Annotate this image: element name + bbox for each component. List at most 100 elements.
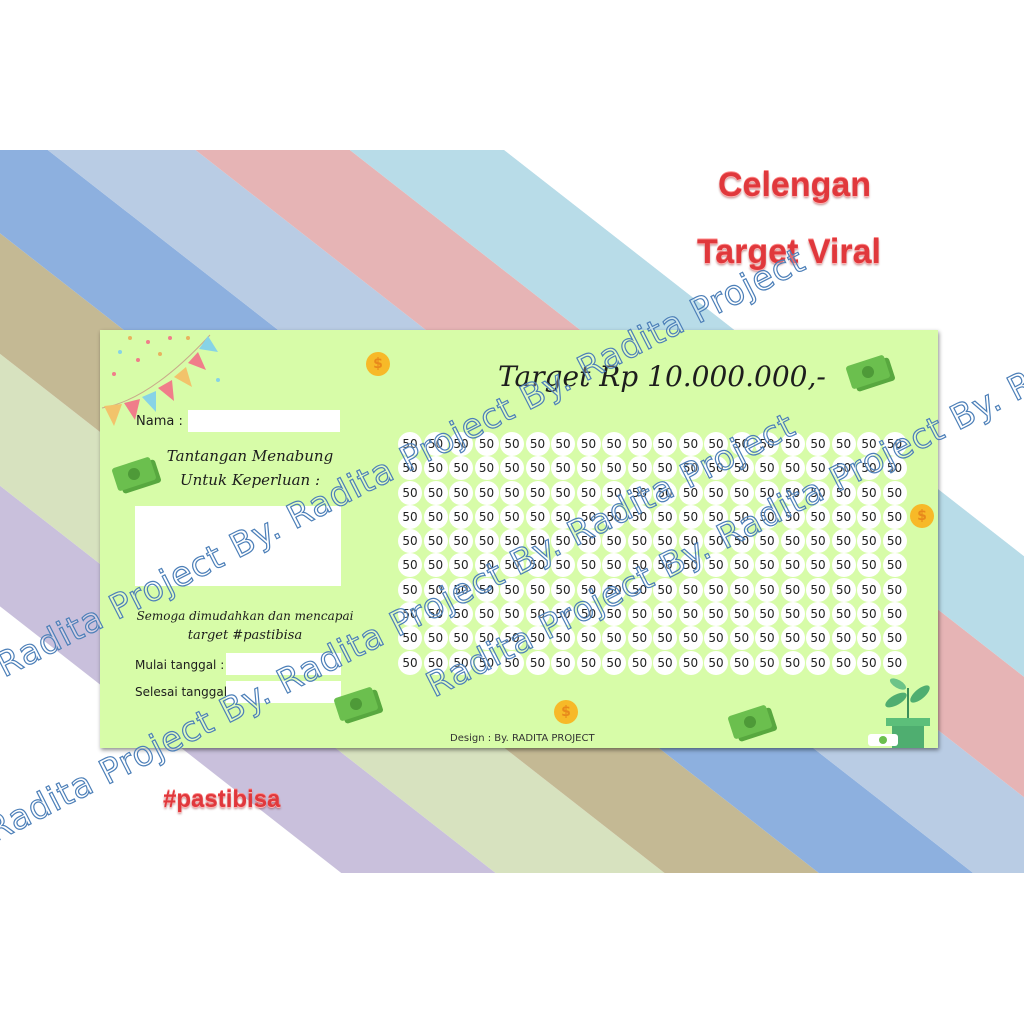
coin-cell[interactable]: 50 — [474, 626, 499, 651]
coin-cell[interactable]: 50 — [806, 577, 830, 602]
coin-cell[interactable]: 50 — [423, 650, 448, 675]
coin-cell[interactable]: 50 — [882, 480, 907, 505]
coin-cell[interactable]: 50 — [857, 456, 881, 481]
coin-cell[interactable]: 50 — [525, 553, 550, 578]
coin-cell[interactable]: 50 — [500, 504, 524, 529]
coin-cell[interactable]: 50 — [576, 626, 601, 651]
coin-cell[interactable]: 50 — [806, 480, 830, 505]
coin-cell[interactable]: 50 — [729, 456, 754, 481]
coin-cell[interactable]: 50 — [806, 553, 830, 578]
coin-cell[interactable]: 50 — [653, 577, 677, 602]
coin-cell[interactable]: 50 — [576, 577, 601, 602]
coin-cell[interactable]: 50 — [780, 577, 805, 602]
coin-cell[interactable]: 50 — [653, 626, 677, 651]
coin-cell[interactable]: 50 — [806, 432, 830, 456]
coin-cell[interactable]: 50 — [857, 602, 881, 627]
coin-cell[interactable]: 50 — [729, 529, 754, 554]
coin-cell[interactable]: 50 — [551, 456, 575, 481]
coin-cell[interactable]: 50 — [551, 602, 575, 627]
coin-cell[interactable]: 50 — [576, 602, 601, 627]
coin-cell[interactable]: 50 — [806, 456, 830, 481]
coin-cell[interactable]: 50 — [755, 504, 779, 529]
coin-cell[interactable]: 50 — [704, 456, 728, 481]
coin-cell[interactable]: 50 — [500, 577, 524, 602]
coin-cell[interactable]: 50 — [780, 504, 805, 529]
coin-cell[interactable]: 50 — [525, 480, 550, 505]
coin-cell[interactable]: 50 — [602, 553, 626, 578]
coin-cell[interactable]: 50 — [602, 456, 626, 481]
coin-cell[interactable]: 50 — [398, 553, 422, 578]
coin-cell[interactable]: 50 — [704, 504, 728, 529]
coin-cell[interactable]: 50 — [882, 456, 907, 481]
coin-cell[interactable]: 50 — [627, 504, 652, 529]
coin-cell[interactable]: 50 — [857, 650, 881, 675]
coin-cell[interactable]: 50 — [551, 480, 575, 505]
coin-cell[interactable]: 50 — [602, 650, 626, 675]
coin-cell[interactable]: 50 — [627, 626, 652, 651]
coin-cell[interactable]: 50 — [398, 480, 422, 505]
coin-cell[interactable]: 50 — [525, 529, 550, 554]
coin-cell[interactable]: 50 — [831, 456, 856, 481]
coin-cell[interactable]: 50 — [627, 529, 652, 554]
coin-cell[interactable]: 50 — [653, 456, 677, 481]
coin-cell[interactable]: 50 — [398, 529, 422, 554]
coin-cell[interactable]: 50 — [882, 504, 907, 529]
coin-cell[interactable]: 50 — [704, 577, 728, 602]
coin-cell[interactable]: 50 — [500, 626, 524, 651]
coin-cell[interactable]: 50 — [755, 432, 779, 456]
coin-cell[interactable]: 50 — [755, 529, 779, 554]
coin-cell[interactable]: 50 — [398, 577, 422, 602]
coin-cell[interactable]: 50 — [525, 602, 550, 627]
coin-cell[interactable]: 50 — [806, 602, 830, 627]
coin-cell[interactable]: 50 — [398, 504, 422, 529]
coin-cell[interactable]: 50 — [449, 577, 473, 602]
coin-cell[interactable]: 50 — [755, 626, 779, 651]
coin-cell[interactable]: 50 — [678, 602, 703, 627]
coin-cell[interactable]: 50 — [627, 650, 652, 675]
coin-cell[interactable]: 50 — [729, 553, 754, 578]
coin-cell[interactable]: 50 — [602, 504, 626, 529]
coin-cell[interactable]: 50 — [398, 432, 422, 456]
coin-cell[interactable]: 50 — [525, 432, 550, 456]
coin-cell[interactable]: 50 — [423, 456, 448, 481]
coin-cell[interactable]: 50 — [755, 456, 779, 481]
coin-cell[interactable]: 50 — [882, 529, 907, 554]
coin-cell[interactable]: 50 — [500, 529, 524, 554]
coin-cell[interactable]: 50 — [678, 529, 703, 554]
coin-cell[interactable]: 50 — [576, 553, 601, 578]
coin-cell[interactable]: 50 — [882, 602, 907, 627]
coin-cell[interactable]: 50 — [653, 504, 677, 529]
coin-cell[interactable]: 50 — [627, 553, 652, 578]
coin-cell[interactable]: 50 — [398, 626, 422, 651]
coin-cell[interactable]: 50 — [423, 504, 448, 529]
coin-cell[interactable]: 50 — [423, 432, 448, 456]
coin-cell[interactable]: 50 — [857, 529, 881, 554]
coin-cell[interactable]: 50 — [474, 504, 499, 529]
coin-cell[interactable]: 50 — [755, 577, 779, 602]
coin-cell[interactable]: 50 — [627, 432, 652, 456]
coin-cell[interactable]: 50 — [678, 456, 703, 481]
coin-cell[interactable]: 50 — [551, 553, 575, 578]
coin-cell[interactable]: 50 — [755, 650, 779, 675]
coin-cell[interactable]: 50 — [627, 480, 652, 505]
coin-cell[interactable]: 50 — [831, 480, 856, 505]
coin-cell[interactable]: 50 — [551, 626, 575, 651]
coin-cell[interactable]: 50 — [831, 626, 856, 651]
coin-cell[interactable]: 50 — [627, 456, 652, 481]
coin-cell[interactable]: 50 — [449, 432, 473, 456]
coin-cell[interactable]: 50 — [474, 602, 499, 627]
name-field[interactable] — [188, 410, 340, 432]
coin-cell[interactable]: 50 — [525, 626, 550, 651]
coin-cell[interactable]: 50 — [602, 529, 626, 554]
coin-cell[interactable]: 50 — [831, 650, 856, 675]
coin-cell[interactable]: 50 — [780, 480, 805, 505]
coin-cell[interactable]: 50 — [423, 480, 448, 505]
coin-cell[interactable]: 50 — [729, 577, 754, 602]
coin-cell[interactable]: 50 — [755, 602, 779, 627]
coin-cell[interactable]: 50 — [729, 432, 754, 456]
coin-cell[interactable]: 50 — [678, 553, 703, 578]
coin-cell[interactable]: 50 — [857, 626, 881, 651]
coin-cell[interactable]: 50 — [704, 602, 728, 627]
coin-cell[interactable]: 50 — [831, 504, 856, 529]
coin-cell[interactable]: 50 — [780, 650, 805, 675]
